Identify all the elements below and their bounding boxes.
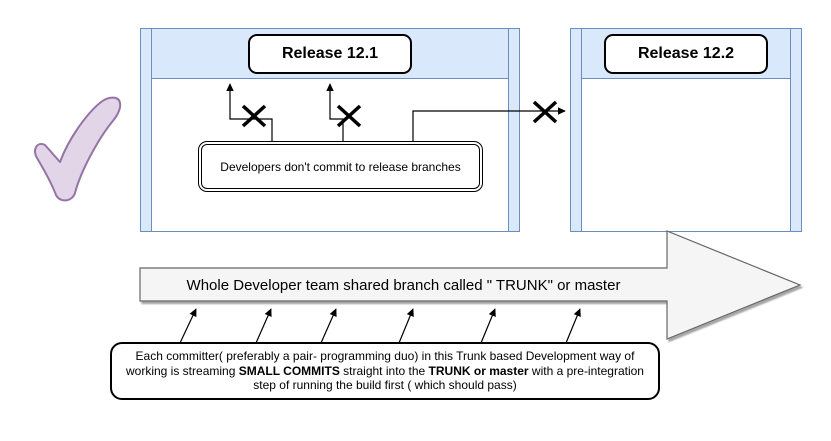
note-text: Developers don't commit to release branc… [201,144,480,189]
commit-arrow-3 [320,308,337,344]
lane-stripe-right [790,29,801,231]
commit-arrow-4 [398,308,414,344]
x-mark-icon [532,100,558,124]
release-12-2-title: Release 12.2 [604,34,768,74]
release-lane-12-1: Release 12.1 [140,28,520,232]
check-mark-icon [34,96,122,202]
lane-stripe-left [141,29,152,231]
commit-arrow-1 [179,308,197,344]
note-no-commit-to-release: Developers don't commit to release branc… [198,141,483,192]
caption-text: Each committer( preferably a pair- progr… [126,349,644,393]
trunk-arrow-label: Whole Developer team shared branch calle… [186,276,621,294]
lane-stripe-left [571,29,582,231]
caption-box: Each committer( preferably a pair- progr… [110,342,660,400]
release-12-1-title: Release 12.1 [248,34,412,74]
release-lane-12-2: Release 12.2 [570,28,802,232]
lane-stripe-right [508,29,519,231]
commit-arrow-2 [255,308,272,344]
commit-arrow-5 [480,308,496,344]
commit-arrow-6 [565,308,581,344]
